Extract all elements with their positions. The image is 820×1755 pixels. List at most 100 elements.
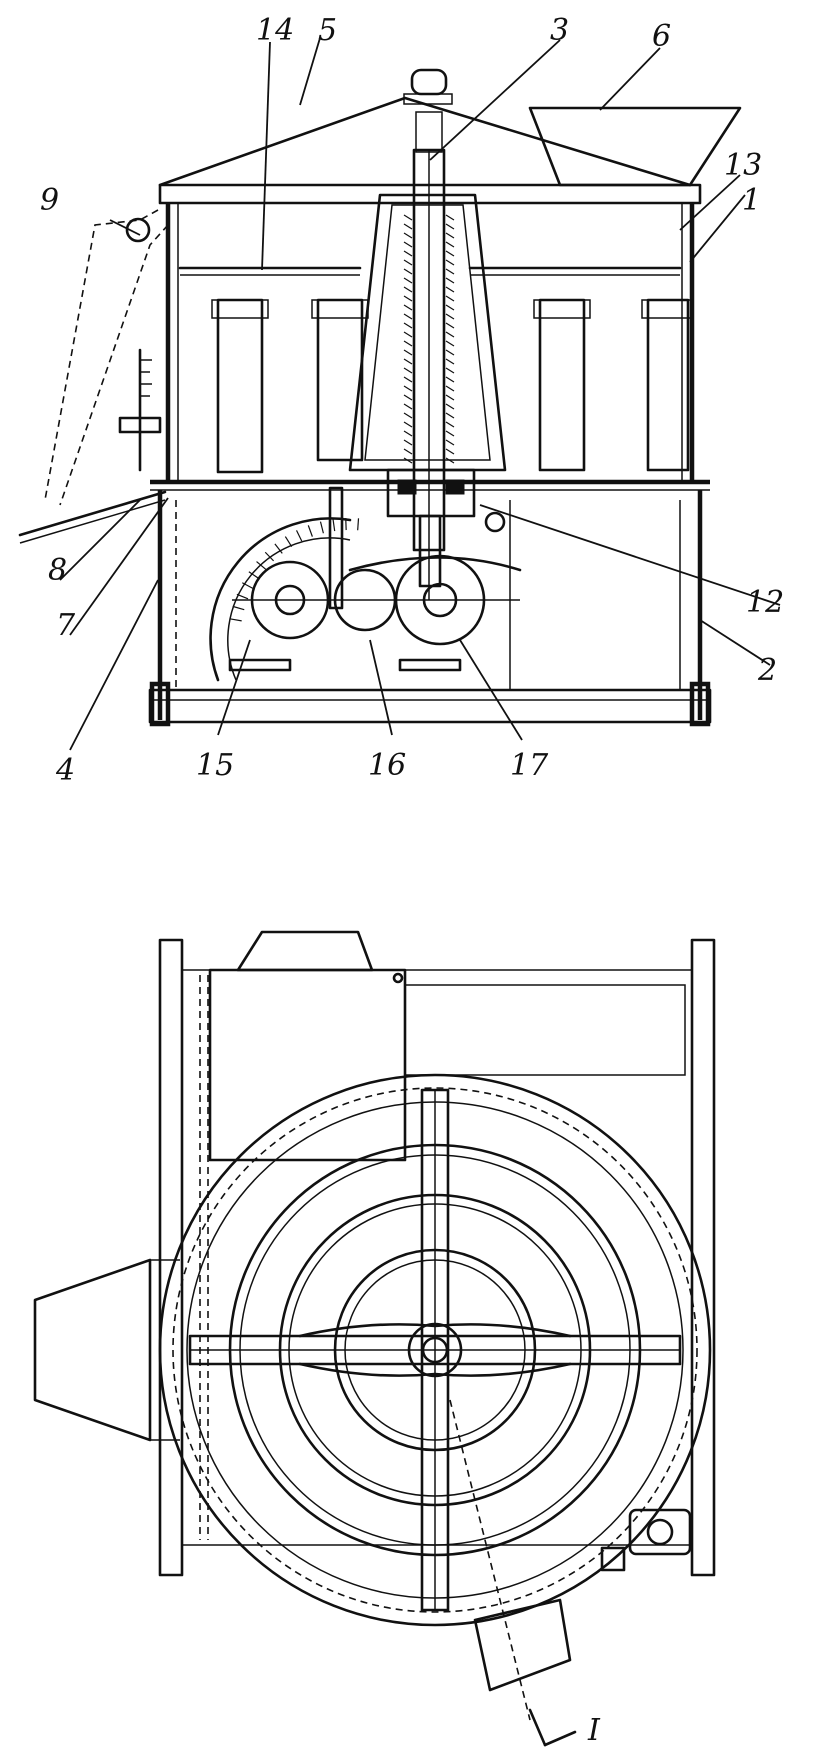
gear-tooth — [284, 536, 293, 548]
callout-17: 17 — [510, 748, 549, 783]
callout-6: 6 — [652, 19, 671, 54]
thread-tick — [403, 403, 413, 410]
work-boxes — [211, 298, 693, 474]
central-cone-and-shaft — [348, 148, 507, 600]
thread-tick — [445, 430, 455, 437]
gear-tooth — [232, 605, 245, 611]
gear-tooth — [332, 519, 336, 532]
thread-tick — [403, 322, 413, 329]
callout-13: 13 — [724, 148, 762, 183]
thread-tick — [445, 358, 455, 365]
callout-14: 14 — [256, 13, 294, 48]
thread-tick — [403, 439, 413, 446]
base-frame — [148, 490, 712, 727]
thread-tick — [403, 331, 413, 338]
section-cut: I — [449, 1399, 692, 1748]
thread-tick — [403, 259, 413, 266]
callout-16: 16 — [368, 748, 406, 783]
section-mark: I — [587, 1713, 601, 1748]
thread-tick — [445, 277, 455, 284]
thread-tick — [403, 376, 413, 383]
callout-5: 5 — [318, 13, 337, 48]
thread-tick — [445, 313, 455, 320]
thread-tick — [445, 376, 455, 383]
callout-12: 12 — [746, 585, 784, 620]
thread-tick — [445, 394, 455, 401]
thread-tick — [445, 241, 455, 248]
plan-frame — [158, 938, 716, 1577]
thread-tick — [403, 286, 413, 293]
thread-tick — [403, 223, 413, 230]
thread-tick — [403, 340, 413, 347]
thread-tick — [445, 223, 455, 230]
thread-tick — [445, 340, 455, 347]
gear-tooth — [295, 530, 303, 542]
callout-7: 7 — [56, 608, 76, 643]
thread-tick — [403, 295, 413, 302]
discharge-nozzle — [33, 1258, 180, 1442]
gear-tooth — [241, 582, 254, 589]
thread-tick — [403, 268, 413, 275]
elevation-callouts: 9 14 5 3 6 13 1 8 7 12 2 4 15 16 17 — [40, 13, 784, 788]
thread-tick — [403, 394, 413, 401]
gear-tooth — [256, 561, 267, 570]
thread-tick — [445, 268, 455, 275]
thread-tick — [403, 313, 413, 320]
thread-tick — [403, 448, 413, 455]
callout-8: 8 — [48, 553, 67, 588]
thread-tick — [403, 232, 413, 239]
thread-tick — [445, 448, 455, 455]
thread-tick — [445, 367, 455, 374]
thread-tick — [445, 322, 455, 329]
thread-tick — [403, 457, 413, 464]
thread-tick — [403, 421, 413, 428]
thread-tick — [403, 412, 413, 419]
thread-tick — [403, 358, 413, 365]
thread-tick — [403, 277, 413, 284]
cross-arms — [188, 1088, 682, 1612]
thread-tick — [403, 304, 413, 311]
callout-2: 2 — [757, 653, 777, 688]
thread-tick — [445, 385, 455, 392]
callout-9: 9 — [40, 183, 59, 218]
gear-tooth — [307, 525, 313, 537]
thread-tick — [403, 349, 413, 356]
thread-tick — [445, 214, 455, 221]
level-gauge — [118, 348, 162, 472]
thread-tick — [445, 259, 455, 266]
plan-view: I — [33, 930, 716, 1748]
gear-tooth — [357, 518, 360, 531]
gear-train — [209, 486, 522, 690]
thread-tick — [445, 304, 455, 311]
gear-tooth — [274, 543, 283, 554]
thread-tick — [445, 457, 455, 464]
thread-tick — [403, 214, 413, 221]
vessel-body — [150, 203, 710, 491]
gear-tooth — [229, 618, 242, 622]
thread-tick — [445, 331, 455, 338]
callout-3: 3 — [550, 13, 569, 48]
thread-tick — [445, 286, 455, 293]
thread-tick — [403, 430, 413, 437]
motor-housing — [208, 930, 686, 1162]
thread-tick — [445, 349, 455, 356]
thread-tick — [403, 250, 413, 257]
thread-tick — [445, 232, 455, 239]
callout-1: 1 — [742, 183, 761, 218]
thread-tick — [403, 367, 413, 374]
gear-tooth — [264, 551, 275, 562]
gear-tooth — [236, 593, 249, 600]
gear-tooth — [319, 521, 324, 534]
thread-tick — [445, 403, 455, 410]
thread-tick — [445, 295, 455, 302]
elevation-leaders — [59, 37, 781, 751]
sectional-elevation-view: 9 14 5 3 6 13 1 8 7 12 2 4 15 16 17 — [18, 13, 784, 788]
thread-tick — [403, 241, 413, 248]
callout-15: 15 — [196, 748, 234, 783]
thread-tick — [445, 421, 455, 428]
gear-tooth — [248, 571, 260, 579]
swing-chute — [18, 209, 169, 544]
thread-tick — [445, 412, 455, 419]
thread-tick — [403, 385, 413, 392]
